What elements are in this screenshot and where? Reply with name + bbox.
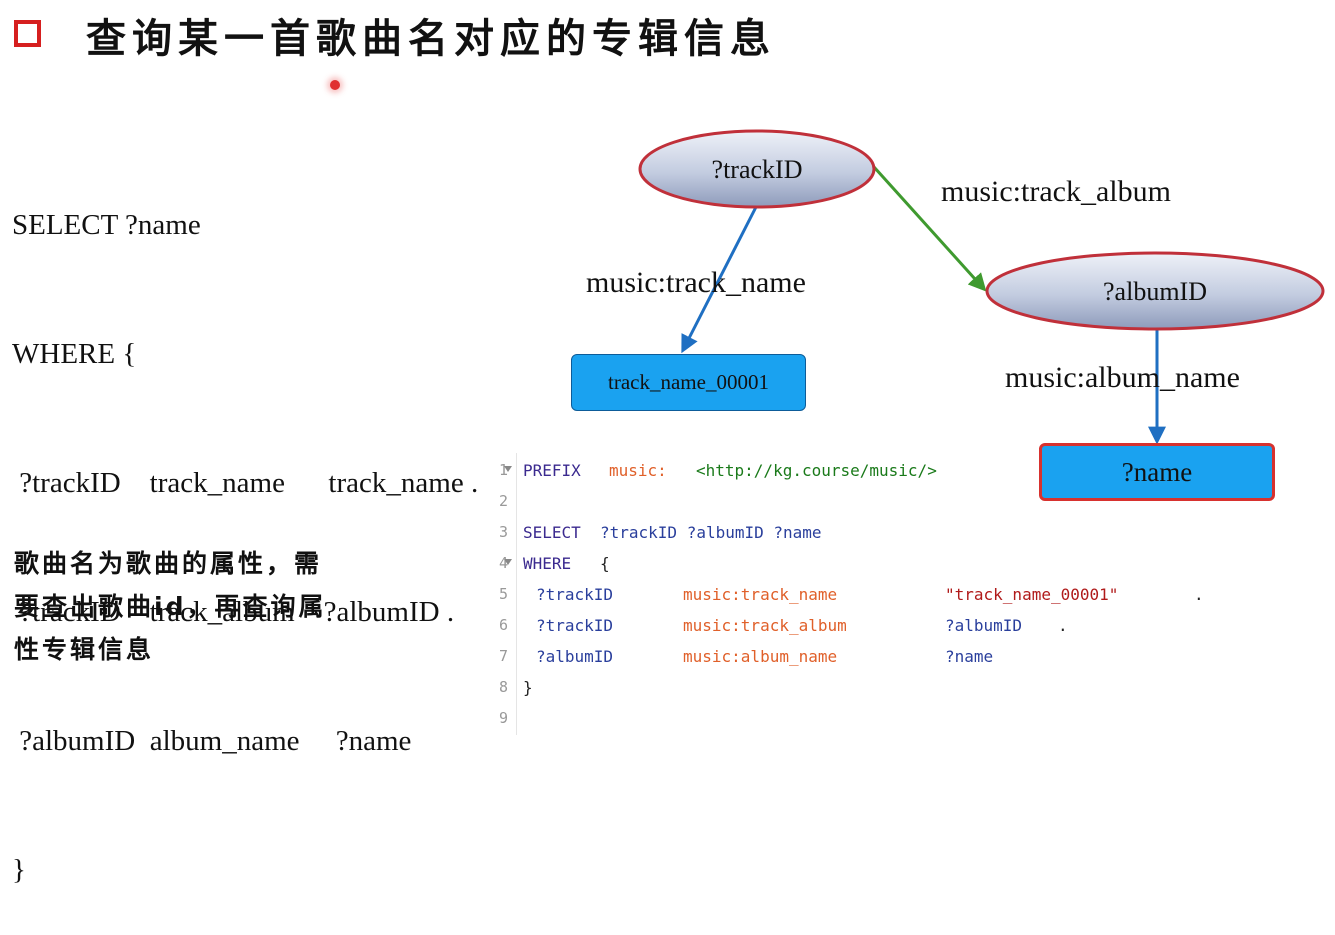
query-line-3: ?trackID track_name track_name .	[12, 467, 479, 499]
code-line: 8 }	[476, 672, 1335, 703]
keyword-select: SELECT	[523, 523, 581, 542]
open-brace: {	[600, 554, 610, 573]
triple-object: ?name	[945, 647, 994, 666]
code-line: 4 WHERE {	[476, 548, 1335, 579]
sparql-code-editor[interactable]: 1 PREFIX music: <http://kg.course/music/…	[476, 453, 1335, 735]
select-variables: ?trackID ?albumID ?name	[600, 523, 822, 542]
line-number: 5	[498, 585, 508, 603]
page-title: 查询某一首歌曲名对应的专辑信息	[86, 16, 776, 62]
line-number: 6	[498, 616, 508, 634]
keyword-prefix: PREFIX	[523, 461, 581, 480]
node-name-result: ?name	[1039, 443, 1275, 501]
graph-diagram: ?trackID ?albumID	[638, 129, 1325, 445]
node-albumid-label: ?albumID	[1103, 277, 1207, 306]
edge-arrow-track-album	[872, 165, 987, 292]
query-line-2: WHERE {	[12, 338, 137, 370]
edge-label-track-name: music:track_name	[586, 266, 806, 299]
line-number: 8	[498, 678, 508, 696]
node-track-name-literal: track_name_00001	[571, 354, 806, 411]
code-line: 5 ?trackID music:track_name "track_name_…	[476, 579, 1335, 610]
keyword-where: WHERE	[523, 554, 572, 573]
prefix-iri: <http://kg.course/music/>	[696, 461, 937, 480]
gutter-separator	[516, 453, 517, 735]
code-line: 7 ?albumID music:album_name ?name	[476, 641, 1335, 672]
node-trackid-ellipse	[638, 129, 876, 209]
node-albumid-ellipse	[985, 251, 1325, 331]
fold-arrow-icon[interactable]	[504, 559, 512, 565]
line-number: 2	[498, 492, 508, 510]
triple-dot: .	[1058, 616, 1068, 635]
line-number: 7	[498, 647, 508, 665]
triple-dot: .	[1194, 585, 1204, 604]
node-trackid-label: ?trackID	[712, 155, 803, 184]
edge-arrow-track-name	[681, 206, 758, 354]
edge-label-album-name: music:album_name	[1005, 361, 1240, 394]
triple-object: ?albumID	[945, 616, 1023, 635]
close-brace: }	[523, 678, 533, 697]
triple-object-literal: "track_name_00001"	[945, 585, 1119, 604]
line-number: 4	[498, 554, 508, 572]
note-line-3: 性专辑信息	[14, 635, 155, 664]
triple-predicate: music:album_name	[683, 647, 838, 666]
note-line-1: 歌曲名为歌曲的属性，需	[14, 549, 323, 578]
triple-subject: ?trackID	[536, 585, 614, 604]
edge-label-track-album: music:track_album	[941, 175, 1171, 208]
code-line: 1 PREFIX music: <http://kg.course/music/…	[476, 455, 1335, 486]
code-line: 9	[476, 703, 1335, 734]
code-line: 2	[476, 486, 1335, 517]
triple-subject: ?trackID	[536, 616, 614, 635]
fold-arrow-icon[interactable]	[504, 466, 512, 472]
explanation-note: 歌曲名为歌曲的属性，需 要查出歌曲id，再查询属 性专辑信息	[14, 542, 434, 671]
query-line-1: SELECT ?name	[12, 209, 201, 241]
line-number: 1	[498, 461, 508, 479]
triple-subject: ?albumID	[536, 647, 614, 666]
triple-predicate: music:track_album	[683, 616, 847, 635]
query-line-6: }	[12, 854, 26, 886]
line-number: 3	[498, 523, 508, 541]
code-line: 6 ?trackID music:track_album ?albumID .	[476, 610, 1335, 641]
prefix-name: music:	[609, 461, 667, 480]
line-number: 9	[498, 709, 508, 727]
code-line: 3 SELECT ?trackID ?albumID ?name	[476, 517, 1335, 548]
triple-predicate: music:track_name	[683, 585, 838, 604]
pointer-dot	[330, 80, 340, 90]
note-line-2: 要查出歌曲id，再查询属	[14, 592, 327, 621]
query-line-4: ?trackID track_album ?albumID .	[12, 596, 455, 628]
title-checkbox-icon	[14, 20, 41, 47]
